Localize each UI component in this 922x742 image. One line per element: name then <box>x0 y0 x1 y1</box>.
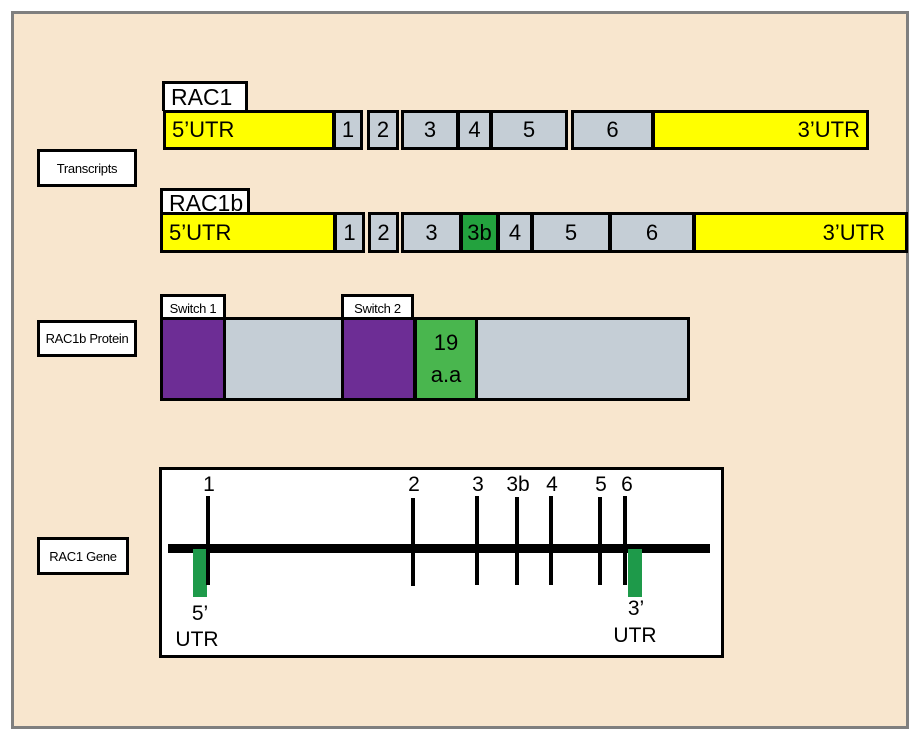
gene-exon-3-tick <box>475 496 479 585</box>
gene-exon-3b-tick <box>515 497 519 585</box>
rac1b-exon-5: 5 <box>531 212 611 253</box>
rac1b-exon-3b: 3b <box>460 212 499 253</box>
label-rac1-gene: RAC1 Gene <box>37 537 129 575</box>
gene-exon-4-tick <box>549 496 553 585</box>
rac1b-exon-6: 6 <box>609 212 695 253</box>
gene-exon-2-tick <box>411 498 415 586</box>
gene-exon-2-label: 2 <box>408 473 420 496</box>
gene-5utr-marker <box>193 549 207 597</box>
label-transcripts: Transcripts <box>37 149 137 187</box>
rac1-exon-2: 2 <box>367 110 399 150</box>
switch-1-domain <box>160 317 226 401</box>
rac1b-5utr: 5’UTR <box>160 212 336 253</box>
rac1b-exon-3: 3 <box>401 212 462 253</box>
rac1b-transcript-title: RAC1b <box>160 188 250 216</box>
rac1-exon-4: 4 <box>457 110 492 150</box>
gene-backbone <box>168 544 710 553</box>
gene-3utr-marker <box>628 549 642 597</box>
gene-5utr-label-text: UTR <box>175 628 219 651</box>
gene-exon-3b-label: 3b <box>506 473 530 496</box>
insert-19aa-number: 19 <box>433 330 459 355</box>
gene-exon-6-tick <box>623 496 627 585</box>
switch-2-domain <box>341 317 416 401</box>
rac1-transcript-title: RAC1 <box>162 81 248 111</box>
rac1-5utr: 5’UTR <box>163 110 335 150</box>
rac1-exon-6: 6 <box>571 110 654 150</box>
rac1b-exon-4: 4 <box>497 212 533 253</box>
rac1-exon-3: 3 <box>401 110 459 150</box>
rac1-exon-1: 1 <box>333 110 363 150</box>
label-rac1b-protein: RAC1b Protein <box>37 320 137 357</box>
gene-5utr-label-prime: 5’ <box>191 602 209 625</box>
insert-19aa-unit: a.a <box>430 362 462 387</box>
gene-3utr-label-prime: 3’ <box>627 597 645 620</box>
gene-exon-6-label: 6 <box>621 473 633 496</box>
gene-exon-1-tick <box>206 496 210 585</box>
gene-exon-3-label: 3 <box>472 473 484 496</box>
gene-3utr-label-text: UTR <box>613 624 657 647</box>
gene-exon-4-label: 4 <box>546 473 558 496</box>
gene-exon-1-label: 1 <box>203 473 215 496</box>
rac1b-3utr: 3’UTR <box>693 212 908 253</box>
gene-exon-5-label: 5 <box>595 473 607 496</box>
switch-1-label: Switch 1 <box>160 294 226 319</box>
rac1-3utr: 3’UTR <box>652 110 869 150</box>
rac1b-exon-1: 1 <box>334 212 365 253</box>
rac1-exon-5: 5 <box>490 110 568 150</box>
insert-19aa-domain: 19 a.a <box>414 317 478 401</box>
switch-2-label: Switch 2 <box>341 294 414 319</box>
rac1b-exon-2: 2 <box>368 212 399 253</box>
gene-exon-5-tick <box>598 497 602 585</box>
